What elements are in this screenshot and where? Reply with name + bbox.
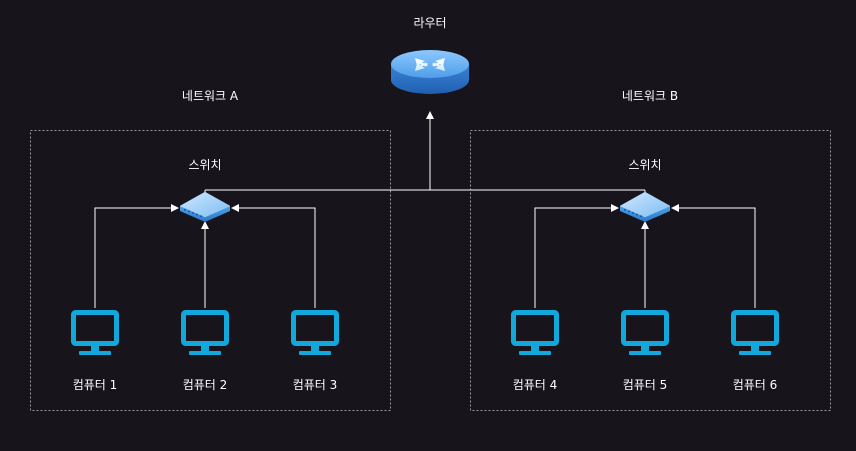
router-label: 라우터	[413, 16, 446, 30]
computer-5-label: 컴퓨터 5	[623, 378, 668, 392]
computer-1-label: 컴퓨터 1	[73, 378, 118, 392]
monitor-icon	[511, 310, 559, 355]
switch-icon	[179, 191, 231, 222]
switch-b-label: 스위치	[628, 158, 661, 172]
router-icon	[391, 50, 469, 94]
monitor-icon	[181, 310, 229, 355]
network-b-label: 네트워크 B	[622, 89, 678, 103]
computer-4-link	[534, 204, 619, 308]
monitor-icon	[621, 310, 669, 355]
computer-3-label: 컴퓨터 3	[293, 378, 338, 392]
monitor-icon	[71, 310, 119, 355]
computer-6-label: 컴퓨터 6	[733, 378, 778, 392]
switch-icon	[619, 191, 671, 222]
computer-4-label: 컴퓨터 4	[513, 378, 558, 392]
network-a-boundary	[30, 130, 391, 411]
switch-a-label: 스위치	[188, 158, 221, 172]
connections	[94, 111, 756, 308]
network-b-boundary	[470, 130, 831, 411]
network-a-label: 네트워크 A	[182, 89, 239, 103]
monitor-icon	[291, 310, 339, 355]
computer-3-link	[231, 204, 316, 308]
computer-6-link	[671, 204, 756, 308]
computer-1-link	[94, 204, 179, 308]
computer-2-label: 컴퓨터 2	[183, 378, 228, 392]
monitor-icon	[731, 310, 779, 355]
switch-a-to-router-link	[205, 111, 434, 191]
